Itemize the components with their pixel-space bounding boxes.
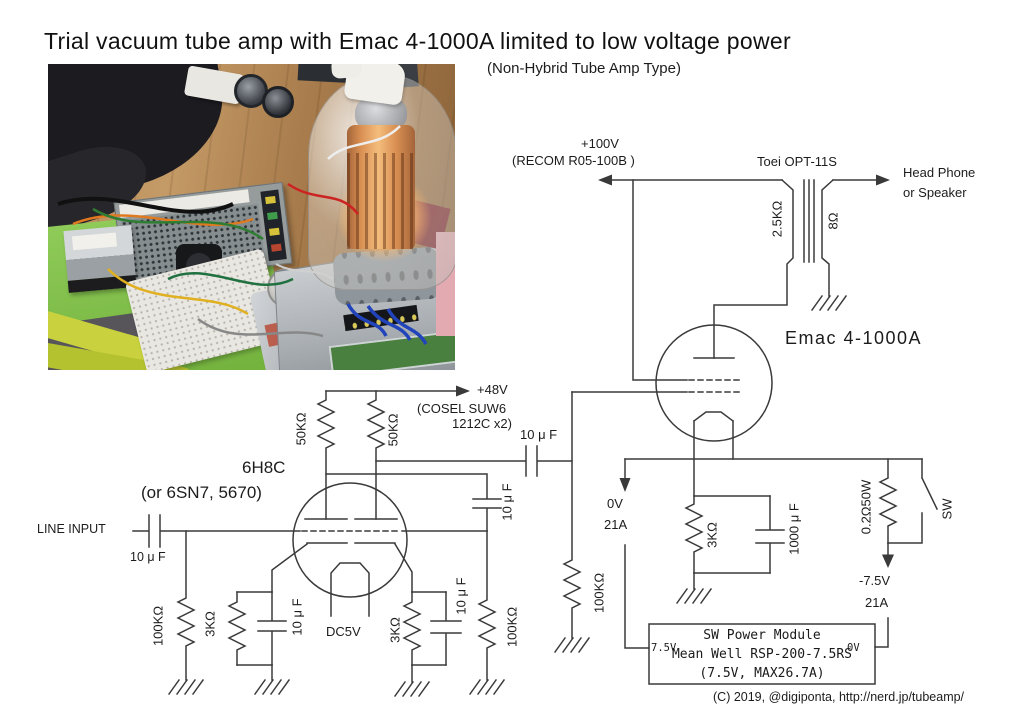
output-cathode-resistor-label: 3KΩ xyxy=(704,522,720,548)
hv-voltage-label: +100V xyxy=(581,136,619,151)
opt-model-label: Toei OPT-11S xyxy=(757,154,837,169)
psu-terminal-right-label: 0V xyxy=(847,642,860,654)
ground-secondary xyxy=(810,294,848,312)
psu-module-box xyxy=(648,623,876,685)
workbench-photo xyxy=(48,64,455,370)
copyright-line: (C) 2019, @digiponta, http://nerd.jp/tub… xyxy=(713,690,965,704)
heater-voltage-label: DC5V xyxy=(326,624,361,639)
psu-terminal-left-label: 7.5V xyxy=(651,642,677,654)
photo-wires xyxy=(57,125,428,345)
output-cathode-resistor xyxy=(684,495,704,574)
output-transformer xyxy=(713,178,877,359)
driver-tube-alternatives: (or 6SN7, 5670) xyxy=(141,483,262,502)
ground-input xyxy=(167,678,205,696)
driver-heater xyxy=(330,562,370,617)
switch-label: SW xyxy=(939,498,955,520)
photo-big-tube-glass xyxy=(308,74,455,290)
node-0v-current-label: 21A xyxy=(604,517,628,532)
b48-arrow xyxy=(456,385,470,397)
node-0v-arrow xyxy=(619,478,631,492)
node-neg-current-label: 21A xyxy=(865,595,889,610)
plate2-load-resistor xyxy=(366,390,386,520)
plate2-load-label: 50KΩ xyxy=(385,413,401,447)
ground-cathode1 xyxy=(253,678,291,696)
psu-module-line3: (7.5V, MAX26.7A) xyxy=(699,666,825,681)
cathode1-network xyxy=(227,591,291,696)
photo-watch xyxy=(262,86,294,118)
psu-module-line2: Mean Well RSP-200-7.5RS xyxy=(671,647,852,662)
cathode1-resistor-label: 3KΩ xyxy=(202,611,218,637)
photo-anode-fins xyxy=(347,153,415,249)
ground-output-grid xyxy=(553,636,591,654)
driver-tube-symbol xyxy=(271,482,413,617)
output-grid-leak-label: 100KΩ xyxy=(591,572,607,614)
grid2-leak-resistor xyxy=(477,530,497,681)
ground-grid2 xyxy=(468,678,506,696)
b48-module-line2: 1212C x2) xyxy=(452,416,512,431)
opt-secondary-label: 8Ω xyxy=(825,212,841,230)
output-dest-line1: Head Phone xyxy=(903,165,976,180)
output-dest-line2: or Speaker xyxy=(903,185,967,200)
filament-dropper-label: 0.2Ω50W xyxy=(858,479,874,535)
plate1-load-resistor xyxy=(316,390,336,520)
input-grid-resistor-label: 100KΩ xyxy=(150,605,166,647)
input-grid-resistor xyxy=(176,530,196,681)
plate1-load-label: 50KΩ xyxy=(293,412,309,446)
output-cathode-cap xyxy=(755,495,785,574)
hv-module-label: (RECOM R05-100B ) xyxy=(512,153,635,168)
psu-module-text: SW Power Module Mean Well RSP-200-7.5RS … xyxy=(649,626,875,683)
output-tube-symbol xyxy=(571,324,773,497)
cathode2-resistor xyxy=(402,591,422,666)
speaker-arrow xyxy=(876,174,890,186)
interstage-cap-label: 10 μ F xyxy=(499,483,515,521)
cathode1-resistor xyxy=(227,591,247,666)
b48-module-line1: (COSEL SUW6 xyxy=(417,401,507,416)
ground-cathode2 xyxy=(393,680,431,698)
cathode2-network xyxy=(393,591,462,698)
cathode2-resistor-label: 3KΩ xyxy=(387,617,403,643)
interstage-network xyxy=(325,473,506,696)
node-neg-arrow xyxy=(882,554,894,568)
photo-copper-anode xyxy=(347,125,415,249)
hv-rail xyxy=(611,179,783,381)
b48-rail xyxy=(316,390,458,520)
cathode1-cap-label: 10 μ F xyxy=(289,598,305,636)
output-tube-name: Emac 4-1000A xyxy=(785,328,923,348)
psu-module-line1: SW Power Module xyxy=(703,628,821,643)
b48-voltage-label: +48V xyxy=(477,382,508,397)
line-input-label: LINE INPUT xyxy=(37,522,106,536)
hv-arrow xyxy=(598,174,612,186)
output-grid-leak-resistor xyxy=(562,391,582,639)
filament-circuit xyxy=(624,458,939,649)
page-subtitle: (Non-Hybrid Tube Amp Type) xyxy=(487,60,681,77)
grid2-leak-label: 100KΩ xyxy=(504,606,520,648)
input-cap-label: 10 μ F xyxy=(130,550,166,564)
opt-primary-label: 2.5KΩ xyxy=(769,200,785,238)
page-title: Trial vacuum tube amp with Emac 4-1000A … xyxy=(44,28,791,54)
coupling-network xyxy=(375,391,591,654)
cathode2-cap-label: 10 μ F xyxy=(453,577,469,615)
ground-output-cathode xyxy=(675,587,713,605)
coupling-cap-label: 10 μ F xyxy=(520,427,558,442)
driver-tube-name: 6H8C xyxy=(242,458,286,477)
input-network xyxy=(132,514,301,696)
node-neg-label: -7.5V xyxy=(859,573,891,588)
output-cathode-cap-label: 1000 μ F xyxy=(786,503,802,555)
filament-switch xyxy=(887,458,939,544)
node-0v-label: 0V xyxy=(607,496,623,511)
filament-dropper-resistor xyxy=(878,458,898,544)
